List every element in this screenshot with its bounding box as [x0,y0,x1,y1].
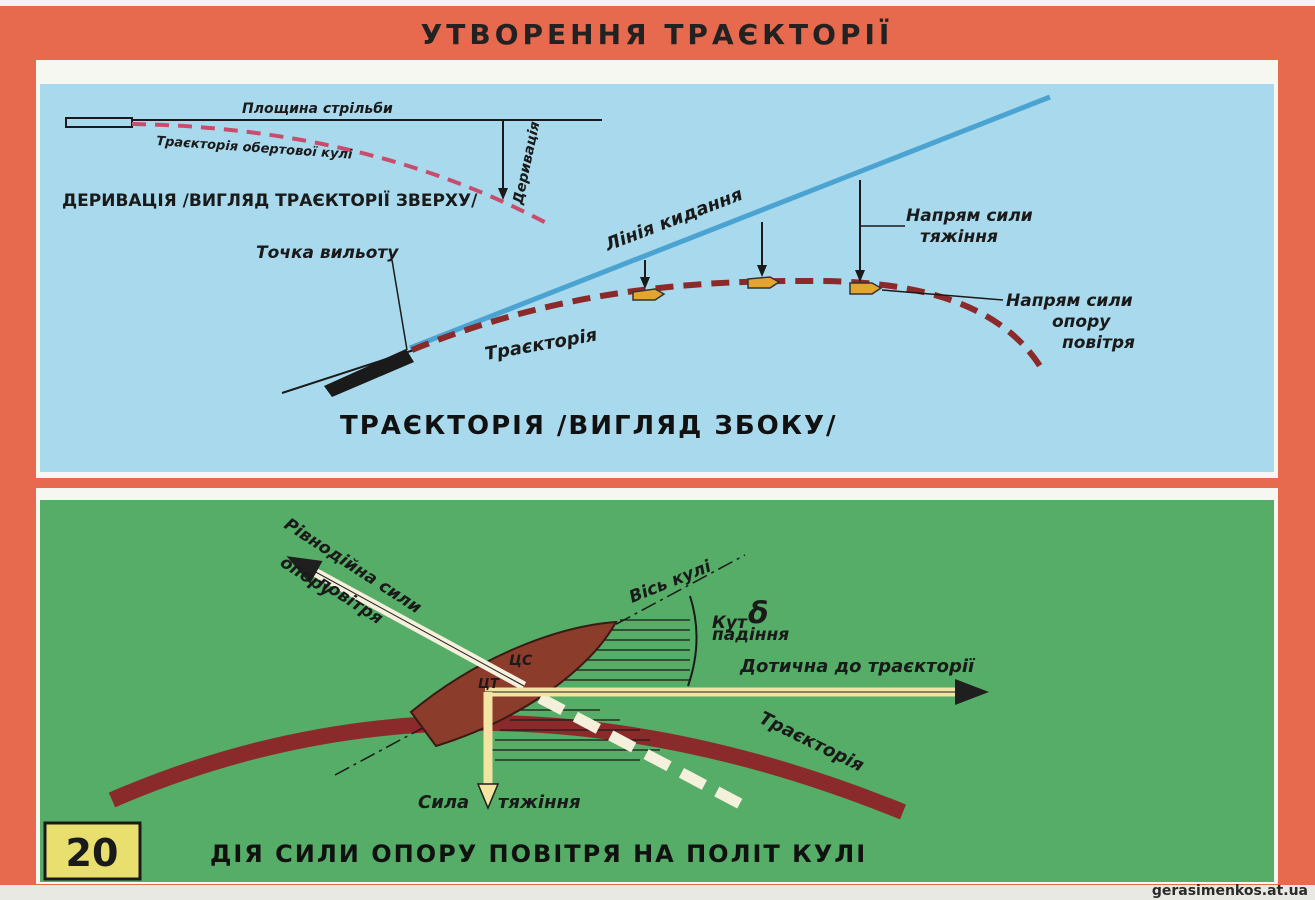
angle-label-incidence: падіння [712,625,789,645]
bullet-3 [849,282,883,295]
watermark: gerasimenkos.at.ua [1152,883,1308,899]
bottom-caption: ДІЯ СИЛИ ОПОРУ ПОВІТРЯ НА ПОЛІТ КУЛІ [210,840,867,868]
side-trajectory-path [410,277,1043,368]
gravity-direction-label-line1: Напрям сили [906,206,1033,226]
center-resistance-label: ЦС [509,653,533,669]
bullet-2 [747,276,781,289]
rifle-barrel [324,349,414,397]
launch-point-label: Точка вильоту [256,243,399,263]
angle-label-kut: Кут [712,613,748,633]
incidence-angle-arc [687,595,698,687]
poster-title: УТВОРЕННЯ ТРАЄКТОРІЇ [421,17,894,51]
bottom-strip [0,885,1315,900]
throw-line [409,94,1051,351]
gravity-label-tyazhinnya: тяжіння [498,792,581,813]
spin-bullet-path [131,122,553,228]
gravity-direction-label-line2: тяжіння [920,227,998,247]
derivation-caption: ДЕРИВАЦІЯ /ВИГЛЯД ТРАЄКТОРІЇ ЗВЕРХУ/ [62,189,478,211]
bullet-1 [632,288,666,301]
launch-point-leader [391,259,408,351]
tangent-label: Дотична до траєкторії [739,656,976,677]
side-view-diagram: Точка вильоту Лінія кидання Напрям сили … [256,94,1135,441]
air-resistance-label-line1: Напрям сили [1006,291,1133,311]
air-resistance-label-line3: повітря [1062,333,1135,353]
resultant-arrow [286,556,525,687]
header-strip [0,0,1315,6]
center-gravity-label: ЦТ [478,677,500,692]
top-panel [40,84,1274,472]
angle-label-delta: δ [748,596,769,631]
poster-number: 20 [66,831,119,875]
air-resistance-leader [881,289,1004,301]
gravity-arrowhead [476,783,500,810]
gravity-label-sila: Сила [418,792,469,813]
firing-plane-label: Площина стрільби [242,101,393,117]
barrel-top-view [65,117,133,128]
side-view-caption: ТРАЄКТОРІЯ /ВИГЛЯД ЗБОКУ/ [340,411,838,441]
poster-number-badge [43,821,142,881]
air-resistance-label-line2: опору [1052,312,1111,332]
